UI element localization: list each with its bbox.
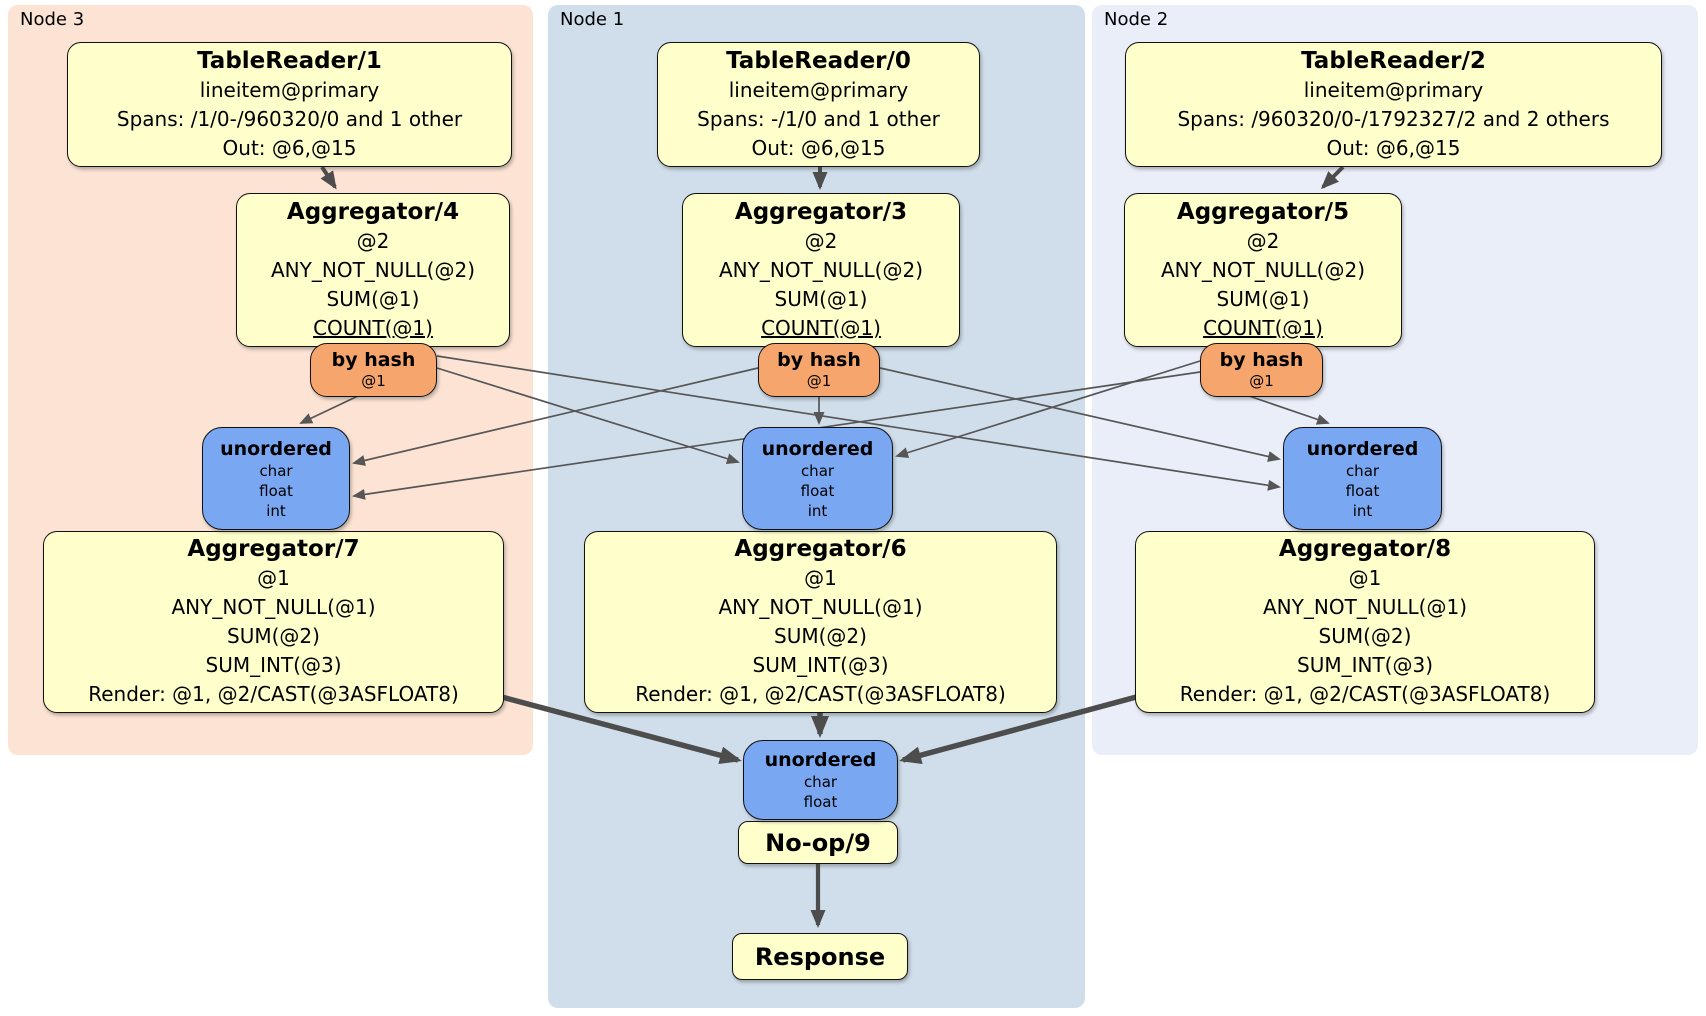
sync-column: char bbox=[800, 461, 835, 480]
processor-detail: ANY_NOT_NULL(@2) bbox=[271, 257, 475, 282]
processor-detail: SUM(@1) bbox=[774, 286, 868, 311]
processor-detail: SUM_INT(@3) bbox=[205, 653, 342, 677]
processor-detail: ANY_NOT_NULL(@2) bbox=[1161, 257, 1365, 282]
processor-detail: SUM_INT(@3) bbox=[752, 653, 889, 677]
processor-aggregator-7: Aggregator/7 @1 ANY_NOT_NULL(@1) SUM(@2)… bbox=[43, 531, 504, 713]
processor-detail: SUM(@2) bbox=[1318, 624, 1412, 648]
sync-column: int bbox=[1352, 501, 1373, 520]
processor-title: TableReader/1 bbox=[197, 47, 382, 74]
sync-column: float bbox=[259, 481, 293, 500]
processor-aggregator-6: Aggregator/6 @1 ANY_NOT_NULL(@1) SUM(@2)… bbox=[584, 531, 1057, 713]
processor-detail: Spans: /960320/0-/1792327/2 and 2 others bbox=[1177, 106, 1610, 131]
sync-unordered-node1: unordered char float int bbox=[742, 427, 893, 530]
processor-detail: @2 bbox=[1246, 228, 1280, 253]
processor-title: TableReader/2 bbox=[1301, 47, 1486, 74]
processor-detail: lineitem@primary bbox=[199, 77, 380, 102]
processor-detail: SUM_INT(@3) bbox=[1297, 653, 1433, 677]
sync-column: char bbox=[803, 773, 838, 791]
processor-detail: Out: @6,@15 bbox=[751, 135, 886, 160]
router-title: by hash bbox=[331, 349, 416, 371]
processor-noop-9: No-op/9 bbox=[738, 821, 898, 864]
sync-unordered-node3: unordered char float int bbox=[202, 427, 350, 530]
processor-tablereader-1: TableReader/1 lineitem@primary Spans: /1… bbox=[67, 42, 512, 167]
processor-title: Aggregator/3 bbox=[734, 198, 908, 225]
processor-detail: SUM(@1) bbox=[326, 286, 420, 311]
processor-detail: COUNT(@1) bbox=[1203, 315, 1323, 340]
sync-column: float bbox=[803, 793, 838, 811]
sync-column: float bbox=[1345, 481, 1380, 500]
sync-title: unordered bbox=[1306, 437, 1419, 460]
sync-column: char bbox=[259, 461, 293, 480]
router-by-hash-node1: by hash @1 bbox=[758, 343, 880, 397]
panel-label-node2: Node 2 bbox=[1104, 9, 1169, 30]
processor-detail: ANY_NOT_NULL(@1) bbox=[171, 595, 376, 619]
processor-detail: ANY_NOT_NULL(@1) bbox=[1263, 595, 1467, 619]
tablereader-to-aggregator-arrows bbox=[320, 165, 1345, 190]
processor-aggregator-5: Aggregator/5 @2 ANY_NOT_NULL(@2) SUM(@1)… bbox=[1124, 193, 1402, 347]
router-detail: @1 bbox=[806, 372, 832, 390]
panel-label-node3: Node 3 bbox=[20, 9, 85, 30]
processor-detail: @1 bbox=[257, 566, 290, 590]
sync-column: int bbox=[266, 501, 286, 520]
response-node: Response bbox=[732, 933, 908, 980]
sync-title: unordered bbox=[764, 749, 877, 771]
router-title: by hash bbox=[777, 349, 861, 371]
processor-detail: @1 bbox=[1348, 566, 1382, 590]
processor-detail: @1 bbox=[804, 566, 837, 590]
processor-detail: SUM(@2) bbox=[227, 624, 320, 648]
sync-column: char bbox=[1345, 461, 1380, 480]
router-detail: @1 bbox=[361, 372, 386, 390]
processor-detail: ANY_NOT_NULL(@2) bbox=[719, 257, 923, 282]
processor-tablereader-2: TableReader/2 lineitem@primary Spans: /9… bbox=[1125, 42, 1662, 167]
processor-detail: COUNT(@1) bbox=[313, 315, 433, 340]
processor-detail: lineitem@primary bbox=[728, 77, 909, 102]
processor-title: Aggregator/6 bbox=[734, 536, 907, 562]
sync-title: unordered bbox=[761, 437, 874, 460]
sync-unordered-final: unordered char float bbox=[743, 740, 898, 820]
processor-detail: SUM(@2) bbox=[774, 624, 867, 648]
router-by-hash-node2: by hash @1 bbox=[1200, 343, 1323, 397]
response-title: Response bbox=[754, 942, 886, 971]
sync-column: float bbox=[800, 481, 835, 500]
processor-title: TableReader/0 bbox=[726, 47, 911, 74]
processor-detail: @2 bbox=[356, 228, 390, 253]
processor-title: Aggregator/4 bbox=[286, 198, 460, 225]
processor-detail: ANY_NOT_NULL(@1) bbox=[718, 595, 923, 619]
processor-title: Aggregator/5 bbox=[1176, 198, 1350, 225]
sync-column: int bbox=[807, 501, 828, 520]
processor-detail: Render: @1, @2/CAST(@3ASFLOAT8) bbox=[635, 682, 1006, 706]
router-title: by hash bbox=[1219, 349, 1304, 371]
processor-tablereader-0: TableReader/0 lineitem@primary Spans: -/… bbox=[657, 42, 980, 167]
processor-detail: Spans: -/1/0 and 1 other bbox=[697, 106, 940, 131]
processor-title: No-op/9 bbox=[765, 828, 871, 857]
processor-aggregator-4: Aggregator/4 @2 ANY_NOT_NULL(@2) SUM(@1)… bbox=[236, 193, 510, 347]
processor-detail: SUM(@1) bbox=[1216, 286, 1310, 311]
processor-detail: @2 bbox=[804, 228, 838, 253]
processor-aggregator-8: Aggregator/8 @1 ANY_NOT_NULL(@1) SUM(@2)… bbox=[1135, 531, 1595, 713]
router-by-hash-node3: by hash @1 bbox=[310, 343, 437, 397]
processor-detail: Render: @1, @2/CAST(@3ASFLOAT8) bbox=[1179, 682, 1551, 706]
aggregator-to-final-sync-arrows bbox=[497, 693, 1141, 765]
processor-detail: lineitem@primary bbox=[1303, 77, 1484, 102]
processor-title: Aggregator/8 bbox=[1278, 536, 1452, 562]
sync-unordered-node2: unordered char float int bbox=[1283, 427, 1442, 530]
panel-label-node1: Node 1 bbox=[560, 9, 625, 30]
processor-detail: Spans: /1/0-/960320/0 and 1 other bbox=[116, 106, 463, 131]
processor-detail: COUNT(@1) bbox=[761, 315, 881, 340]
processor-title: Aggregator/7 bbox=[187, 536, 360, 562]
processor-detail: Out: @6,@15 bbox=[1326, 135, 1461, 160]
processor-detail: Render: @1, @2/CAST(@3ASFLOAT8) bbox=[88, 682, 459, 706]
processor-aggregator-3: Aggregator/3 @2 ANY_NOT_NULL(@2) SUM(@1)… bbox=[682, 193, 960, 347]
router-detail: @1 bbox=[1249, 372, 1274, 390]
sync-title: unordered bbox=[220, 437, 332, 460]
processor-detail: Out: @6,@15 bbox=[222, 135, 357, 160]
